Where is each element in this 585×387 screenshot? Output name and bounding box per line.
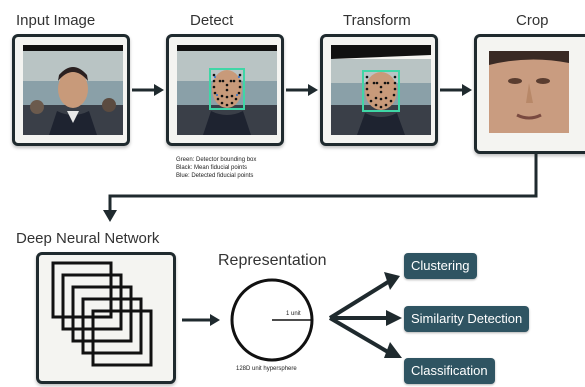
arrow-detect-to-transform	[286, 84, 318, 96]
input-image-card	[12, 34, 130, 146]
detect-card	[166, 34, 284, 146]
arrow-input-to-detect	[132, 84, 164, 96]
input-image-label: Input Image	[16, 12, 96, 29]
detect-caption: Green: Detector bounding box Black: Mean…	[176, 156, 256, 180]
input-face-photo	[23, 45, 123, 135]
arrow-crop-to-network	[103, 154, 538, 222]
classification-pill: Classification	[404, 358, 495, 384]
representation-label: Representation	[218, 252, 327, 269]
transform-face-photo	[331, 45, 431, 135]
network-card	[36, 252, 176, 384]
network-label: Deep Neural Network	[16, 230, 160, 247]
network-layers-icon	[51, 261, 153, 367]
similarity-detection-pill: Similarity Detection	[404, 306, 530, 332]
radius-label: 1 unit	[286, 311, 301, 317]
clustering-pill: Clustering	[404, 253, 477, 279]
crop-face-photo	[489, 51, 569, 133]
fan-arrows	[328, 272, 402, 358]
hypersphere-icon	[230, 278, 314, 362]
crop-label: Crop	[516, 12, 549, 29]
detect-label: Detect	[190, 12, 234, 29]
sphere-label: 128D unit hypersphere	[236, 366, 297, 372]
arrow-transform-to-crop	[440, 84, 472, 96]
caption-green: Green: Detector bounding box	[176, 157, 257, 163]
caption-blue: Blue: Detected fiducial points	[176, 173, 254, 179]
transform-label: Transform	[343, 12, 411, 29]
arrow-network-to-representation	[182, 314, 220, 326]
caption-black: Black: Mean fiducial points	[176, 165, 248, 171]
detect-face-photo	[177, 45, 277, 135]
crop-card	[474, 34, 585, 154]
transform-card	[320, 34, 438, 146]
